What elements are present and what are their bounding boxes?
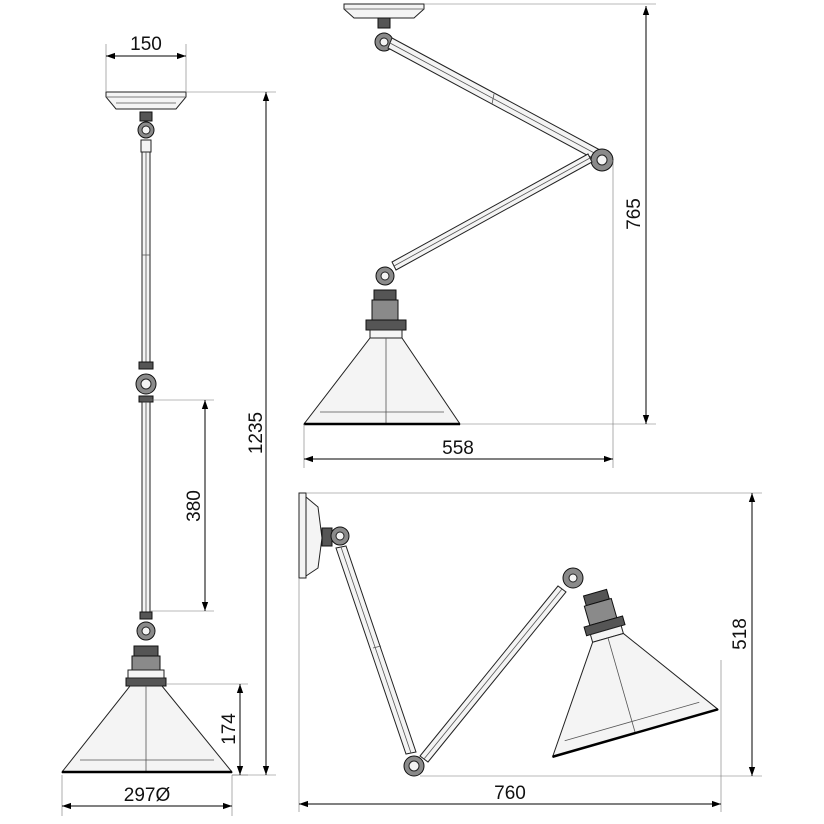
dim-ceiling-arm-drop: 765 <box>424 3 656 425</box>
dim-total-drop-label: 1235 <box>246 412 267 454</box>
ceiling-arm-view <box>302 3 614 426</box>
dim-canopy-width: 150 <box>105 34 187 92</box>
dim-shade-diameter: 297Ø <box>61 775 233 816</box>
dim-shade-height-label: 174 <box>219 713 240 745</box>
dim-ceiling-arm-drop-label: 765 <box>624 198 645 230</box>
pendant-view <box>60 91 234 774</box>
dim-ceiling-arm-reach-label: 558 <box>442 438 474 459</box>
dim-wall-arm-height-label: 518 <box>730 618 751 650</box>
dim-shade-height: 174 <box>166 683 248 776</box>
wall-arm-view <box>298 492 720 777</box>
dim-rod-length: 380 <box>150 399 214 612</box>
dim-shade-diameter-label: 297Ø <box>124 785 171 806</box>
dim-wall-arm-reach-label: 760 <box>494 783 526 804</box>
dim-rod-length-label: 380 <box>184 490 205 522</box>
dim-wall-arm-height: 518 <box>306 492 762 777</box>
dim-total-drop: 1235 <box>186 91 276 776</box>
dim-ceiling-arm-reach: 558 <box>303 160 614 468</box>
dim-wall-arm-reach: 760 <box>298 578 722 812</box>
dim-canopy-width-label: 150 <box>130 34 162 55</box>
